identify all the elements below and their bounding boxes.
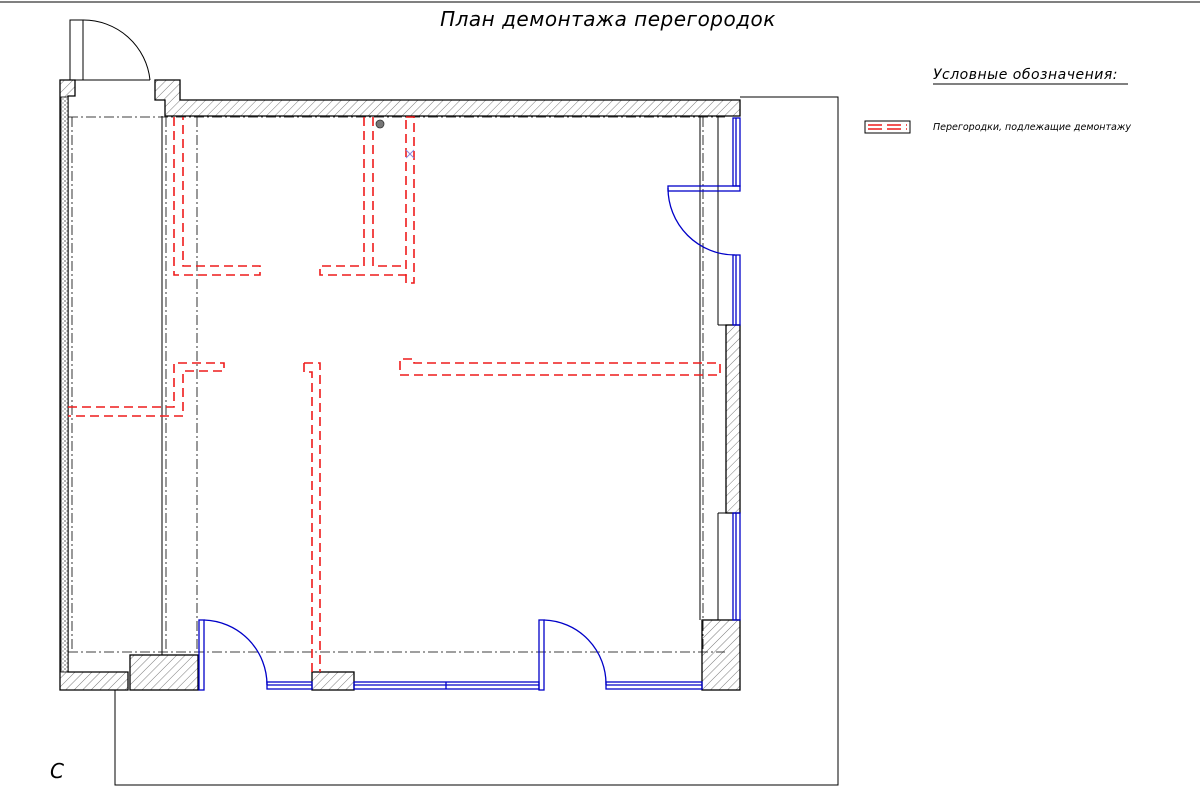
door-bottom-left xyxy=(198,619,268,691)
legend-symbol-demolition xyxy=(864,120,911,134)
demolition-partitions xyxy=(68,116,721,672)
structure-lines xyxy=(130,116,726,656)
legend: Условные обозначения: Перегородки, подле… xyxy=(864,67,1131,134)
site-boundary xyxy=(114,96,839,786)
exterior-walls xyxy=(59,79,741,691)
corner-mark: C xyxy=(50,759,64,783)
cross-marker xyxy=(405,149,415,159)
door-bottom-right xyxy=(538,619,607,691)
openings xyxy=(198,117,741,691)
legend-item-label: Перегородки, подлежащие демонтажу xyxy=(933,122,1131,133)
axis-lines xyxy=(68,116,725,653)
entrance-door xyxy=(69,19,151,81)
column-marker xyxy=(375,119,385,129)
legend-heading: Условные обозначения: xyxy=(933,67,1118,83)
plan-title: План демонтажа перегородок xyxy=(440,7,776,31)
door-right xyxy=(667,185,741,256)
